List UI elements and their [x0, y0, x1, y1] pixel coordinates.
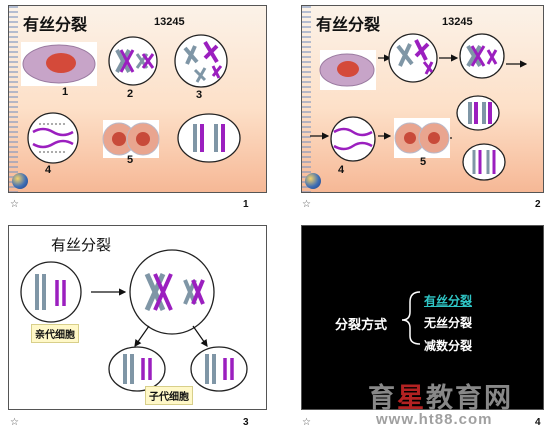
- menu-item-meiosis[interactable]: 减数分裂: [424, 339, 473, 353]
- slide-title: 有丝分裂: [316, 15, 381, 34]
- stage-label: 5: [127, 154, 134, 166]
- slide-4[interactable]: 分裂方式 有丝分裂 无丝分裂 减数分裂: [301, 225, 544, 410]
- star-icon[interactable]: ☆: [302, 199, 311, 210]
- slide-number: 4: [535, 417, 541, 428]
- parent-child-cell-diagram: [20, 249, 248, 392]
- globe-icon: [12, 173, 28, 189]
- cell-anaphase: [456, 95, 500, 131]
- cell-stage-6: [177, 113, 241, 163]
- cell-late-anaphase: [462, 143, 506, 181]
- slide-title: 有丝分裂: [23, 15, 88, 34]
- stage-label: 4: [338, 164, 345, 176]
- cell-division: [394, 118, 450, 158]
- slide-2[interactable]: 有丝分裂 13245: [301, 5, 544, 193]
- star-icon[interactable]: ☆: [10, 199, 19, 210]
- watermark-url: www.ht88.com: [376, 411, 493, 428]
- sequence-code: 13245: [442, 16, 473, 28]
- dividing-cell: [129, 249, 215, 335]
- stage-label: 1: [62, 86, 69, 98]
- brace-connector: [401, 291, 421, 345]
- stage-label: 5: [420, 156, 427, 168]
- stage-label: 4: [45, 164, 52, 176]
- slide-title: 有丝分裂: [51, 236, 112, 254]
- cell-stage-2: [108, 36, 158, 86]
- stage-label: 2: [127, 88, 134, 100]
- menu-item-amitosis[interactable]: 无丝分裂: [424, 316, 473, 330]
- cell-stage-3: [174, 34, 228, 88]
- star-icon[interactable]: ☆: [302, 417, 311, 428]
- cell-stage-1: [21, 42, 97, 86]
- menu-item-mitosis[interactable]: 有丝分裂: [424, 294, 473, 308]
- cell-stage-5: [102, 120, 160, 158]
- parent-cell: [20, 261, 82, 323]
- child-cell-label: 子代细胞: [145, 386, 193, 405]
- cell-metaphase: [459, 33, 505, 79]
- cell-prophase: [388, 33, 438, 83]
- slide-1[interactable]: 有丝分裂 13245: [8, 5, 267, 193]
- parent-cell-label: 亲代细胞: [31, 324, 79, 343]
- sequence-code: 13245: [154, 16, 185, 28]
- division-types-term: 分裂方式: [335, 318, 388, 333]
- child-cell-right: [190, 346, 248, 392]
- slide-number: 1: [243, 199, 249, 210]
- cell-telophase: [330, 116, 376, 162]
- star-icon[interactable]: ☆: [10, 417, 19, 428]
- cell-interphase: [319, 50, 376, 90]
- child-cell-left: [108, 346, 166, 392]
- watermark-logo: 育星教育网: [368, 383, 513, 414]
- mitosis-sequence-figure: [310, 33, 528, 181]
- slide-number: 2: [535, 199, 541, 210]
- slide-3[interactable]: 有丝分裂: [8, 225, 267, 410]
- mitosis-stages-figure: [21, 34, 241, 164]
- globe-icon: [305, 173, 321, 189]
- cell-stage-4: [27, 112, 79, 164]
- decorative-strip: [9, 6, 18, 192]
- stage-label: 3: [196, 89, 203, 101]
- slide-number: 3: [243, 417, 249, 428]
- decorative-strip: [302, 6, 311, 192]
